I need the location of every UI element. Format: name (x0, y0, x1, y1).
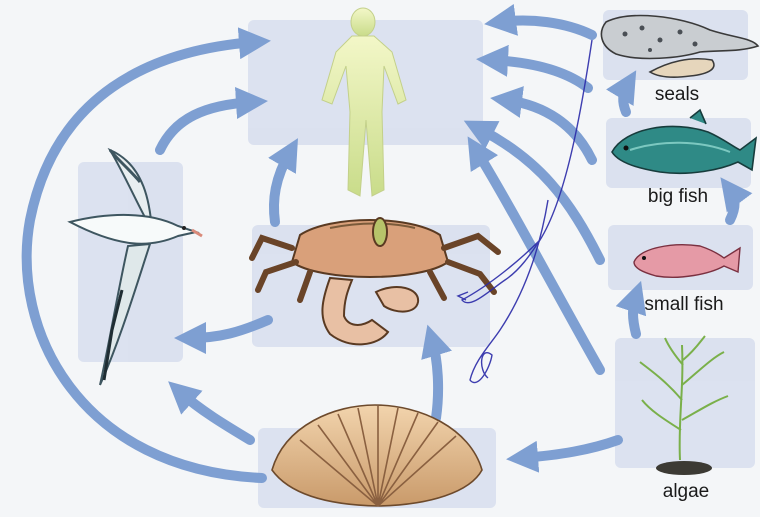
arrow-algae-to-shell (522, 440, 618, 458)
arrow-shell-to-bird (180, 392, 250, 440)
arrow-bird-to-human (160, 102, 252, 150)
arrow-seals-to-human-2 (492, 60, 588, 88)
small-fish-label: small fish (614, 294, 754, 316)
big-fish-label: big fish (608, 186, 748, 208)
arrow-seals-to-human (500, 21, 592, 35)
scallop-shell (272, 405, 482, 506)
arrow-crab-to-human (274, 152, 290, 222)
seals-label: seals (607, 84, 747, 106)
algae-label: algae (616, 481, 756, 503)
arrow-shell-to-crab (432, 340, 438, 418)
